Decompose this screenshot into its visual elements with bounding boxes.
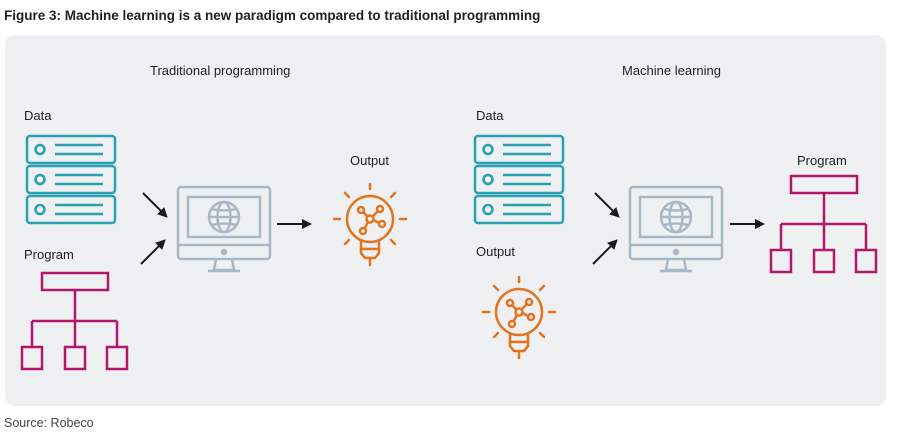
left-program-tree-icon: [20, 271, 129, 371]
machine-learning-heading: Machine learning: [622, 63, 722, 78]
traditional-programming-heading: Traditional programming: [150, 63, 291, 78]
right-program-arrow-icon: [729, 218, 766, 230]
left-data-arrow-icon: [138, 188, 173, 223]
left-output-label: Output: [350, 153, 390, 168]
right-output-label: Output: [476, 244, 516, 259]
left-program-label: Program: [24, 247, 74, 262]
right-data-label: Data: [476, 108, 504, 123]
right-data-server-stack-icon: [473, 134, 565, 225]
left-output-arrow-icon: [276, 218, 313, 230]
source-note: Source: Robeco: [4, 416, 94, 430]
left-program-arrow-icon: [136, 234, 171, 269]
left-computer-monitor-icon: [176, 185, 272, 273]
right-program-tree-icon: [769, 174, 878, 274]
diagram-panel: [5, 35, 886, 406]
left-output-lightbulb-icon: [332, 182, 408, 267]
left-data-server-stack-icon: [25, 134, 117, 225]
left-data-label: Data: [24, 108, 52, 123]
figure-title: Figure 3: Machine learning is a new para…: [4, 8, 541, 23]
right-program-label: Program: [797, 153, 847, 168]
right-computer-monitor-icon: [628, 185, 724, 273]
right-output-arrow-icon: [588, 234, 623, 269]
right-data-arrow-icon: [590, 188, 625, 223]
right-output-lightbulb-icon: [481, 275, 557, 360]
